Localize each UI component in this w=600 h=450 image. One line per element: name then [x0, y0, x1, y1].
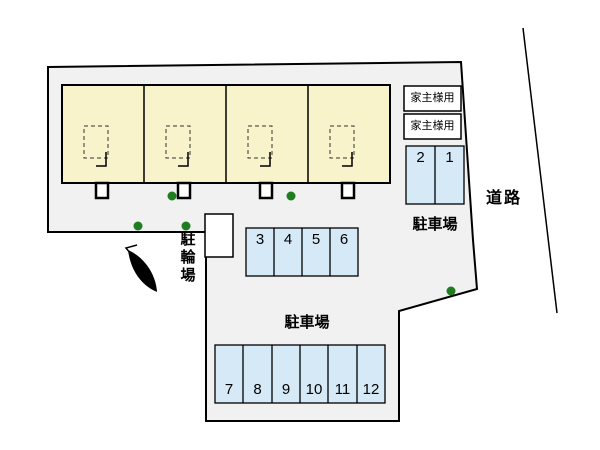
bicycle-parking-label: 駐輪場 [178, 231, 196, 285]
building [61, 84, 391, 200]
parking-space-11: 11 [334, 381, 351, 398]
tree-icon [133, 221, 143, 231]
parking-space-1: 1 [445, 149, 454, 166]
building-unit [83, 125, 110, 200]
entrance-notch [340, 181, 356, 200]
landlord-space-box-2 [403, 113, 462, 140]
tree-icon [286, 191, 296, 201]
north-arrow-icon [124, 244, 157, 292]
parking-space-2: 2 [416, 149, 425, 166]
tree-icon [167, 191, 177, 201]
road-line [522, 27, 558, 314]
parking-lot-right [405, 145, 465, 205]
road-label: 道路 [486, 190, 523, 207]
building-unit [329, 125, 356, 200]
building-unit [165, 125, 192, 200]
parking-space-8: 8 [253, 381, 262, 398]
parking-lot-bottom [214, 344, 386, 404]
parking-space-3: 3 [255, 231, 265, 248]
bicycle-shed [204, 213, 234, 258]
parking-space-12: 12 [362, 381, 380, 398]
parking-space-5: 5 [311, 231, 321, 248]
parking-space-7: 7 [224, 381, 234, 398]
parking-lot-middle [245, 227, 359, 277]
entrance-notch [258, 181, 274, 200]
parking-lot-main-label: 駐車場 [284, 314, 330, 331]
entrance-notch [176, 181, 192, 200]
building-unit [247, 125, 274, 200]
landlord-space-label-1: 家主様用 [410, 92, 455, 104]
parking-space-6: 6 [339, 231, 349, 248]
tree-icon [446, 286, 456, 296]
parking-space-4: 4 [283, 231, 293, 248]
landlord-space-box-1 [403, 85, 462, 112]
parking-lot-right-label: 駐車場 [412, 216, 458, 233]
parking-space-10: 10 [305, 381, 323, 398]
tree-icon [181, 221, 191, 231]
parking-space-9: 9 [281, 381, 291, 398]
landlord-space-label-2: 家主様用 [410, 120, 455, 132]
entrance-notch [94, 181, 110, 200]
